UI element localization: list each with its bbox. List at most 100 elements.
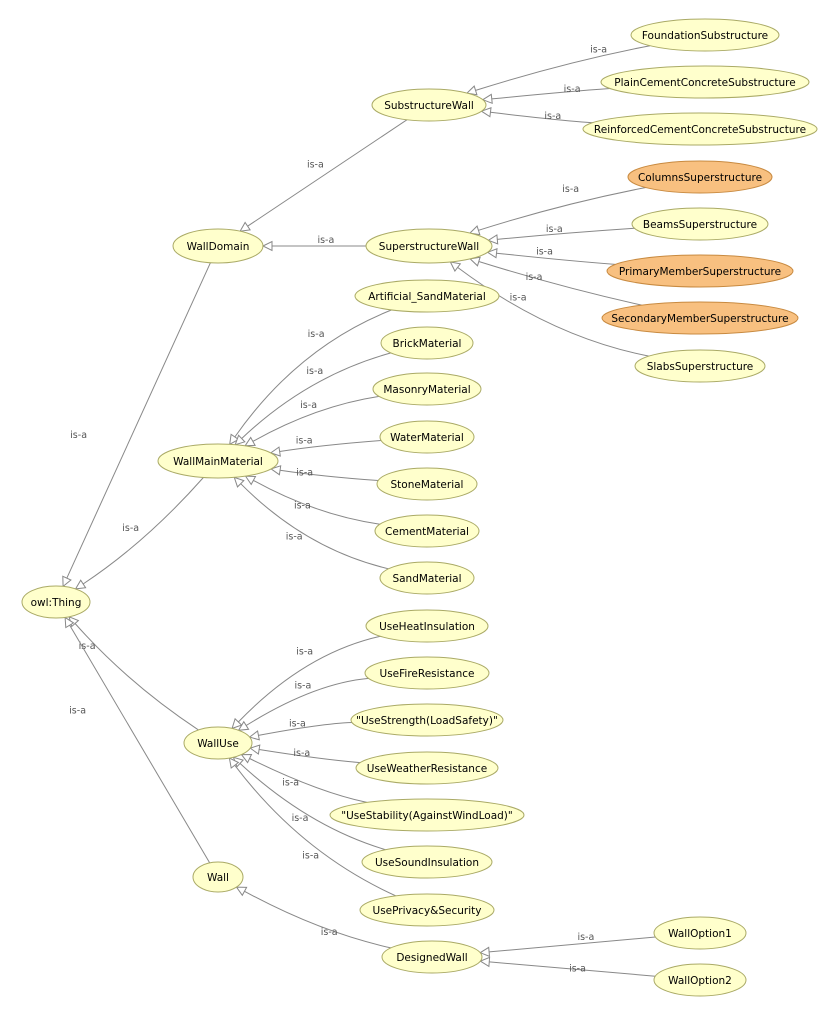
edge-masonry_material-to-wall_main_material: is-a (244, 395, 380, 447)
class-node-use-privacy-security[interactable]: UsePrivacy&Security (359, 893, 495, 927)
edge-label: is-a (282, 778, 299, 789)
edge-label: is-a (122, 523, 139, 534)
class-node-artificial-sand-material[interactable]: Artificial_SandMaterial (354, 279, 500, 313)
edge-cement_material-to-wall_main_material: is-a (244, 475, 380, 525)
edge-line (252, 395, 380, 442)
class-node-shape (630, 18, 780, 52)
class-node-cement-material[interactable]: CementMaterial (374, 514, 480, 548)
class-node-shape (600, 65, 810, 99)
class-node-sand-material[interactable]: SandMaterial (379, 561, 475, 595)
class-node-label: StoneMaterial (391, 479, 464, 491)
class-node-shape (365, 609, 489, 643)
edge-wall_domain-to-owl_thing: is-a (62, 262, 211, 588)
nodes-layer: owl:ThingWallDomainWallMainMaterialWallU… (21, 18, 818, 997)
class-node-shape (381, 940, 483, 974)
edge-arrowhead (64, 616, 75, 629)
class-node-label: Artificial_SandMaterial (368, 291, 486, 303)
edge-line (490, 111, 593, 124)
class-node-wall-option-2[interactable]: WallOption2 (653, 963, 747, 997)
edge-label: is-a (69, 705, 86, 716)
edge-label: is-a (306, 366, 323, 377)
class-node-label: UseSoundInsulation (375, 857, 479, 869)
class-node-wall-option-1[interactable]: WallOption1 (653, 916, 747, 950)
edge-wall_use-to-owl_thing: is-a (68, 615, 199, 731)
class-node-shape (653, 963, 747, 997)
edge-label: is-a (79, 641, 96, 652)
edge-label: is-a (296, 646, 313, 657)
edges-layer: is-ais-ais-ais-ais-ais-ais-ais-ais-ais-a… (62, 45, 656, 977)
edge-line (69, 624, 211, 864)
edge-label: is-a (307, 160, 324, 171)
edge-arrowhead (481, 93, 493, 105)
class-node-label: SuperstructureWall (379, 241, 479, 253)
edge-wall-to-owl_thing: is-a (64, 616, 211, 864)
edge-arrowhead (240, 753, 253, 764)
class-node-substructure-wall[interactable]: SubstructureWall (371, 88, 487, 122)
edge-label: is-a (296, 467, 313, 478)
class-node-foundation-substructure[interactable]: FoundationSubstructure (630, 18, 780, 52)
class-node-shape (606, 254, 794, 288)
class-node-plain-cement-concrete-substructure[interactable]: PlainCementConcreteSubstructure (600, 65, 810, 99)
class-node-slabs-superstructure[interactable]: SlabsSuperstructure (634, 349, 766, 383)
edge-label: is-a (308, 329, 325, 340)
class-node-use-heat-insulation[interactable]: UseHeatInsulation (365, 609, 489, 643)
class-node-shape (350, 703, 504, 737)
edge-line (241, 352, 392, 439)
class-node-secondary-member-superstructure[interactable]: SecondaryMemberSuperstructure (601, 301, 799, 335)
edge-line (497, 227, 635, 240)
edge-stone_material-to-wall_main_material: is-a (269, 465, 379, 481)
class-node-wall-main-material[interactable]: WallMainMaterial (157, 443, 279, 479)
edge-reinforced_cement_concrete_substructure-to-substructure_wall: is-a (480, 107, 593, 124)
class-node-wall-domain[interactable]: WallDomain (172, 228, 264, 264)
class-node-label: WallDomain (187, 241, 250, 253)
class-node-wall-use[interactable]: WallUse (183, 726, 253, 760)
edge-line (239, 763, 386, 851)
edge-line (253, 479, 380, 525)
class-node-shape (329, 798, 525, 832)
class-node-use-fire-resistance[interactable]: UseFireResistance (364, 656, 490, 690)
edge-arrowhead (465, 85, 478, 96)
class-node-label: MasonryMaterial (383, 384, 470, 396)
class-node-shape (374, 514, 480, 548)
class-node-shape (354, 279, 500, 313)
edge-line (478, 187, 646, 231)
class-node-masonry-material[interactable]: MasonryMaterial (372, 372, 482, 406)
class-node-reinforced-cement-concrete-substructure[interactable]: ReinforcedCementConcreteSubstructure (582, 112, 818, 146)
class-node-use-weather-resistance[interactable]: UseWeatherResistance (355, 751, 499, 785)
edge-line (496, 252, 616, 265)
class-node-brick-material[interactable]: BrickMaterial (380, 326, 474, 360)
class-node-beams-superstructure[interactable]: BeamsSuperstructure (631, 207, 769, 241)
class-node-wall[interactable]: Wall (192, 861, 244, 893)
class-node-use-strength[interactable]: "UseStrength(LoadSafety)" (350, 703, 504, 737)
edge-designed_wall-to-wall: is-a (235, 886, 392, 949)
class-node-primary-member-superstructure[interactable]: PrimaryMemberSuperstructure (606, 254, 794, 288)
class-node-label: SubstructureWall (384, 100, 474, 112)
class-node-water-material[interactable]: WaterMaterial (379, 420, 475, 454)
class-node-use-stability[interactable]: "UseStability(AgainstWindLoad)" (329, 798, 525, 832)
class-node-shape (355, 751, 499, 785)
class-node-owl-thing[interactable]: owl:Thing (21, 585, 91, 619)
class-node-label: Wall (207, 872, 229, 884)
class-node-use-sound-insulation[interactable]: UseSoundInsulation (361, 845, 493, 879)
edge-arrowhead (269, 446, 281, 457)
class-node-shape (627, 160, 773, 194)
edge-slabs_superstructure-to-superstructure_wall: is-a (449, 261, 649, 357)
edge-primary_member_superstructure-to-superstructure_wall: is-a (486, 247, 616, 265)
class-node-designed-wall[interactable]: DesignedWall (381, 940, 483, 974)
class-node-shape (631, 207, 769, 241)
edge-arrowhead (479, 956, 491, 968)
edge-arrowhead (487, 234, 499, 245)
class-node-stone-material[interactable]: StoneMaterial (376, 467, 478, 501)
class-node-columns-superstructure[interactable]: ColumnsSuperstructure (627, 160, 773, 194)
edge-line (457, 266, 649, 357)
edge-line (237, 635, 381, 723)
class-node-label: PrimaryMemberSuperstructure (619, 266, 781, 278)
edge-beams_superstructure-to-superstructure_wall: is-a (487, 224, 635, 245)
edge-line (475, 45, 651, 91)
class-node-label: BrickMaterial (393, 338, 462, 350)
class-node-superstructure-wall[interactable]: SuperstructureWall (365, 228, 493, 264)
class-node-label: UseFireResistance (380, 668, 475, 680)
class-node-shape (380, 326, 474, 360)
edge-label: is-a (536, 247, 553, 258)
